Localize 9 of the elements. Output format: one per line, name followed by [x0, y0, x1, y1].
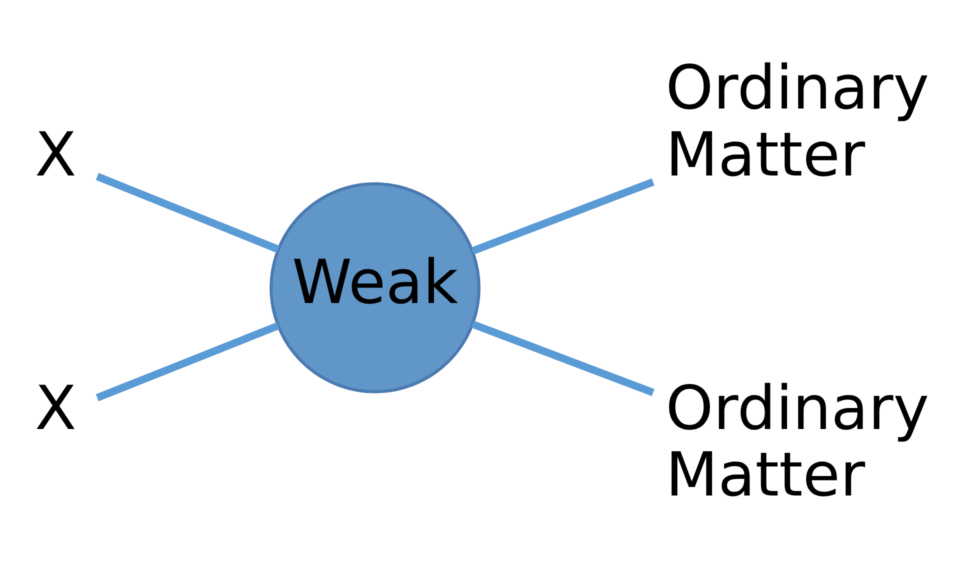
connector [471, 178, 654, 254]
node-text: Ordinary Matter [666, 373, 930, 510]
node-circle: Weak [270, 182, 481, 393]
connector [96, 322, 280, 401]
node-text: X [34, 373, 76, 444]
node-text: Ordinary Matter [666, 53, 930, 190]
node-text: X [34, 120, 76, 190]
connector [96, 172, 280, 252]
connector [471, 320, 654, 396]
